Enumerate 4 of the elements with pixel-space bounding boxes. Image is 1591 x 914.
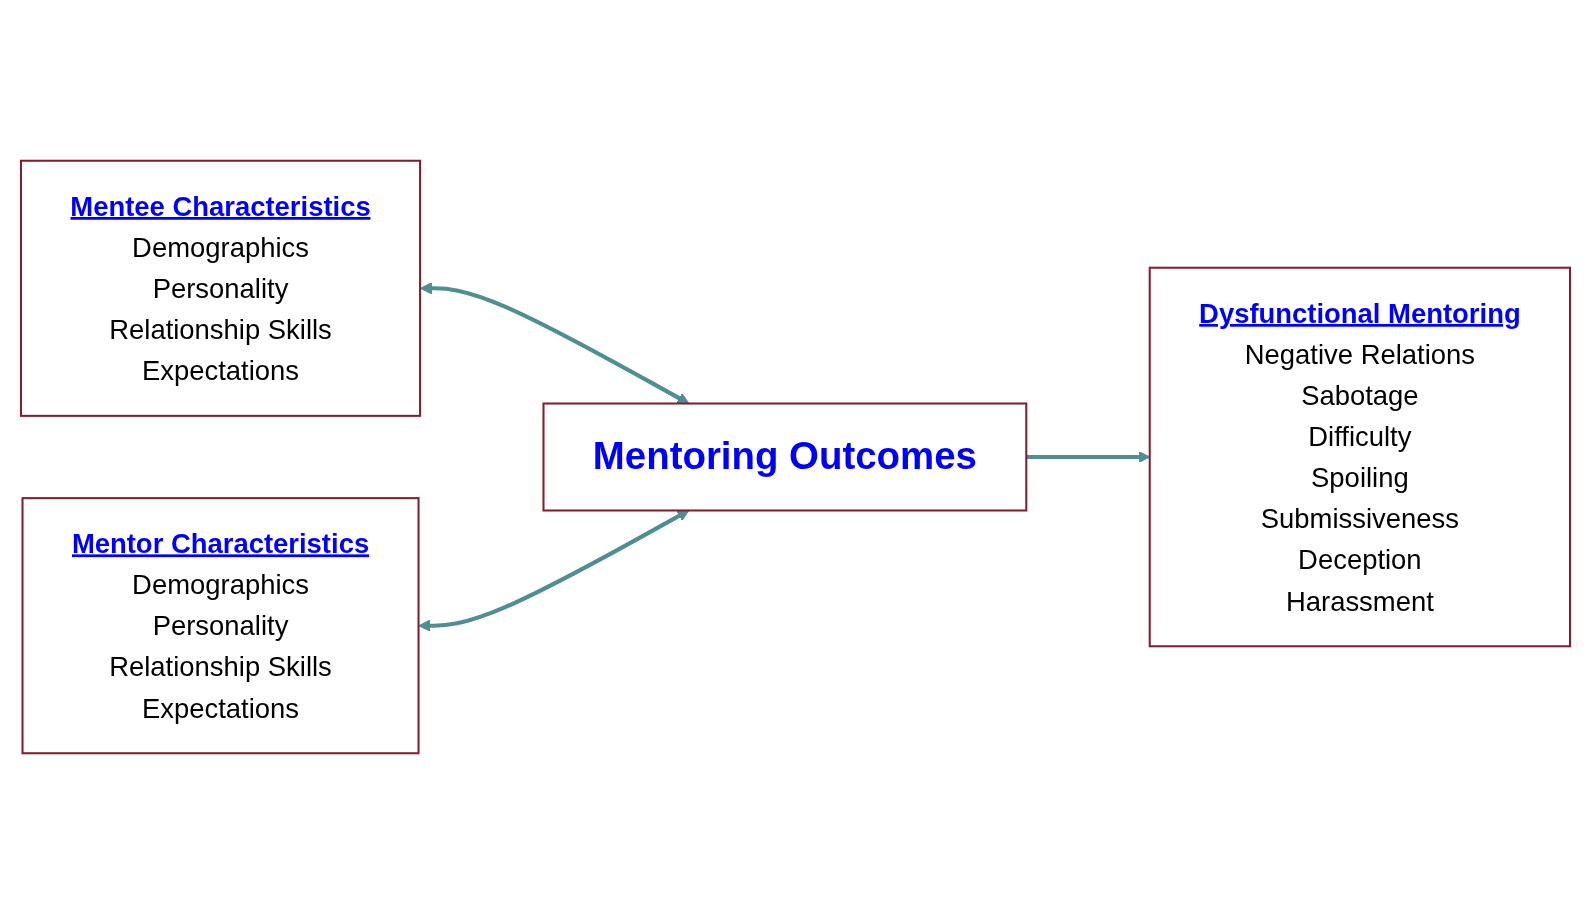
text-box: Mentee Characteristics Demographics Personality Relationship Skills Expectations bbox=[19, 159, 422, 417]
text-box: Dysfunctional Mentoring Negative Relations Sabotage Difficulty Spoiling Submissiveness Deception Harassment bbox=[1148, 266, 1572, 648]
text-box: Mentoring Outcomes bbox=[542, 402, 1028, 512]
text-box: Mentor Characteristics Demographics Personality Relationship Skills Expectations bbox=[21, 497, 420, 755]
